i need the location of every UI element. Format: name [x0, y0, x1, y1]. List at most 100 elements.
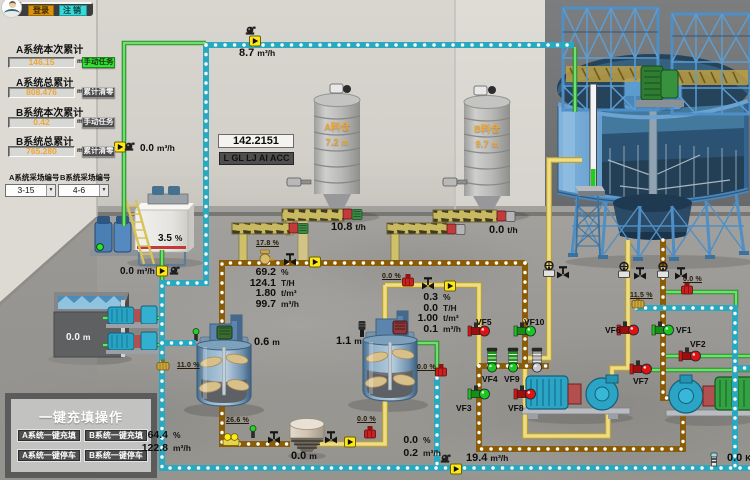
valve-standby[interactable]: [531, 347, 543, 373]
flow-meter[interactable]: [344, 436, 356, 448]
b-stope-select[interactable]: 4-6 ▼: [58, 184, 109, 197]
flocculant-skid: [90, 186, 194, 267]
flow-meter[interactable]: [444, 280, 456, 292]
unit-label: %: [443, 292, 451, 302]
flow-meter[interactable]: [309, 256, 321, 268]
unit-label: m³/h: [423, 448, 441, 458]
skid-ladder: [124, 199, 156, 265]
flow-meter[interactable]: [450, 463, 462, 475]
unit-label: %: [281, 267, 289, 277]
b-total-field[interactable]: 765.280: [8, 146, 75, 157]
value-label: 0.0: [357, 416, 368, 423]
brass-instrument: [631, 297, 645, 309]
one-key-title: 一键充填操作: [38, 410, 123, 425]
value-label: 69.2: [255, 266, 276, 278]
b-total-unit: m³: [77, 147, 85, 154]
data-row: 0.2 m³/h: [388, 447, 441, 460]
user-avatar[interactable]: [1, 0, 22, 18]
mixer-a: [192, 314, 252, 407]
b-one-key-stop-button[interactable]: B系统一键停车: [84, 449, 148, 462]
manual-valve[interactable]: [634, 267, 646, 280]
silo-a-sensor: [286, 177, 312, 187]
sump-pumps: [103, 305, 162, 354]
handwheel-valve[interactable]: [656, 261, 670, 279]
a-one-key-fill-button[interactable]: A系统一键充填: [17, 429, 81, 442]
value-label: 0.3: [423, 291, 438, 303]
control-valve[interactable]: [402, 273, 414, 287]
value-label: 0.2: [403, 447, 418, 459]
unit-label: t/m³: [281, 288, 297, 298]
vf5-label: VF5: [476, 317, 492, 327]
a-current-label: A系统本次累计: [16, 45, 84, 56]
value-label: B料仓: [474, 124, 500, 135]
silo-a-label: A料仓 7.2 m: [307, 120, 367, 150]
flow-meter[interactable]: [114, 141, 126, 153]
handwheel-valve[interactable]: [542, 260, 556, 278]
manual-valve[interactable]: [557, 266, 569, 279]
value-label: 64.4: [147, 429, 168, 441]
b-current-unit: m³: [77, 118, 85, 125]
wall-skirting: [0, 212, 750, 216]
b-stope-label: B系统采场编号: [60, 173, 111, 182]
value-label: 0.1: [423, 322, 438, 335]
a-reset-total-button[interactable]: 累计清零: [82, 87, 115, 98]
logout-button[interactable]: 注销: [59, 5, 87, 16]
yellow-valve[interactable]: [222, 433, 240, 446]
a-manual-task-button[interactable]: 手动任务: [82, 57, 115, 68]
chevron-down-icon[interactable]: ▼: [99, 185, 108, 196]
valve-vf9[interactable]: [507, 347, 519, 373]
brass-instrument: [156, 359, 170, 371]
vf1-label: VF1: [676, 325, 692, 335]
unit-label: m: [82, 332, 91, 342]
valve-vf2[interactable]: [678, 346, 701, 362]
pump-icon: [245, 26, 256, 35]
unit-label: %: [394, 273, 401, 280]
a-stope-select[interactable]: 3-15 ▼: [5, 184, 56, 197]
fill-pump-2: [665, 374, 750, 417]
vf7-label: VF7: [633, 376, 649, 386]
b-one-key-fill-button[interactable]: B系统一键充填: [84, 429, 148, 442]
a-one-key-stop-button[interactable]: A系统一键停车: [17, 449, 81, 462]
flow-meter[interactable]: [156, 265, 168, 277]
value-label: 0.0: [382, 273, 393, 280]
value-label: 3.5: [158, 233, 172, 244]
a-current-field[interactable]: 146.15: [8, 57, 75, 68]
sump-pump-1: [106, 305, 159, 328]
unit-label: T/H: [281, 277, 295, 288]
valve-vf4[interactable]: [486, 347, 498, 373]
value-label: 17.8: [256, 240, 271, 247]
value-label: 0.0: [489, 224, 505, 236]
a-total-field[interactable]: 808.476: [8, 87, 75, 98]
unit-label: t/h: [507, 225, 518, 235]
thickener-bridge: [561, 6, 750, 116]
unit-label: %: [423, 435, 431, 445]
unit-label: m³/h: [443, 323, 461, 334]
unit-label: m³/h: [490, 453, 509, 463]
conveyors: [231, 208, 516, 262]
b-manual-task-button[interactable]: 手动任务: [82, 117, 115, 128]
login-button[interactable]: 登录: [28, 5, 54, 16]
a-in-valve-pct: 11.0 %: [177, 362, 200, 369]
unit-label: m³/h: [173, 443, 191, 453]
control-valve[interactable]: [364, 425, 376, 439]
unit-label: %: [173, 430, 181, 440]
chevron-down-icon[interactable]: ▼: [46, 185, 55, 196]
flow-meter[interactable]: [249, 35, 261, 47]
valve-vf7[interactable]: [629, 359, 652, 375]
unit-label: %: [174, 233, 183, 243]
control-valve[interactable]: [681, 281, 693, 295]
b-reset-total-button[interactable]: 累计清零: [82, 146, 115, 157]
thickener-ladder: [575, 195, 601, 257]
b-current-field[interactable]: 0.42: [8, 117, 75, 128]
value-label: 0.0: [291, 450, 307, 462]
a-total-label: A系统总累计: [16, 78, 74, 89]
